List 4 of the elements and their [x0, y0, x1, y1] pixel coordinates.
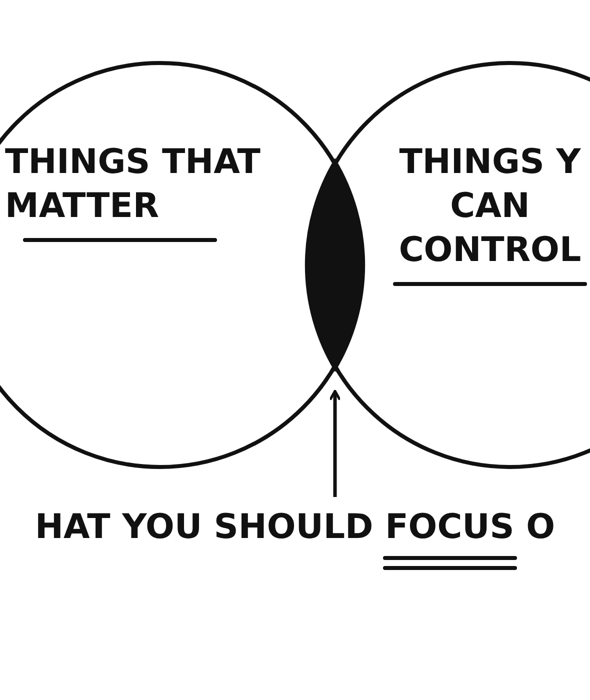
callout-text: HAT YOU SHOULD FOCUS O	[34, 506, 556, 549]
arrow	[328, 390, 342, 497]
circle-label: THINGS Y CAN CONTROL	[398, 141, 582, 272]
circle-label: THINGS THAT MATTER	[5, 141, 262, 228]
